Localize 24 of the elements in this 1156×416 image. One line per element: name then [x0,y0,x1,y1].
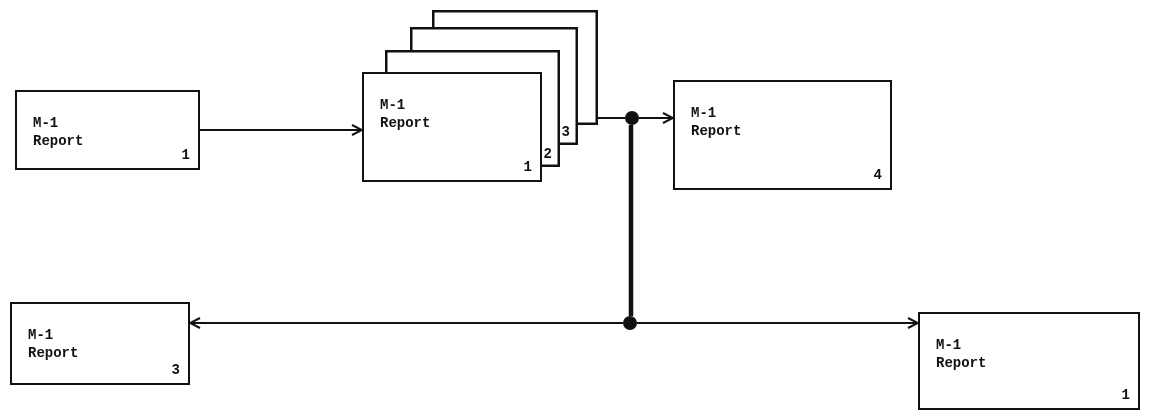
card-number: 2 [543,145,552,163]
report-card [362,72,542,182]
card-title: M-1 Report [936,336,988,372]
card-title: M-1 Report [691,104,743,140]
card-title: M-1 Report [28,326,80,362]
card-number: 1 [181,146,190,164]
report-card [10,302,190,385]
junction-dot [625,111,639,125]
report-card [918,312,1140,410]
stacked-card [432,10,598,125]
card-number: 4 [873,166,882,184]
card-title: M-1 Report [380,96,432,132]
card-number: 3 [171,361,180,379]
card-number: 1 [1121,386,1130,404]
report-card [673,80,892,190]
card-number: 1 [523,158,532,176]
report-card [15,90,200,170]
connector-arrow [638,112,674,124]
connector-arrow [636,317,919,329]
connector-arrow [199,124,363,136]
card-number: 3 [561,123,570,141]
connector-arrow [189,317,624,329]
junction-dot [623,316,637,330]
card-title: M-1 Report [33,114,85,150]
